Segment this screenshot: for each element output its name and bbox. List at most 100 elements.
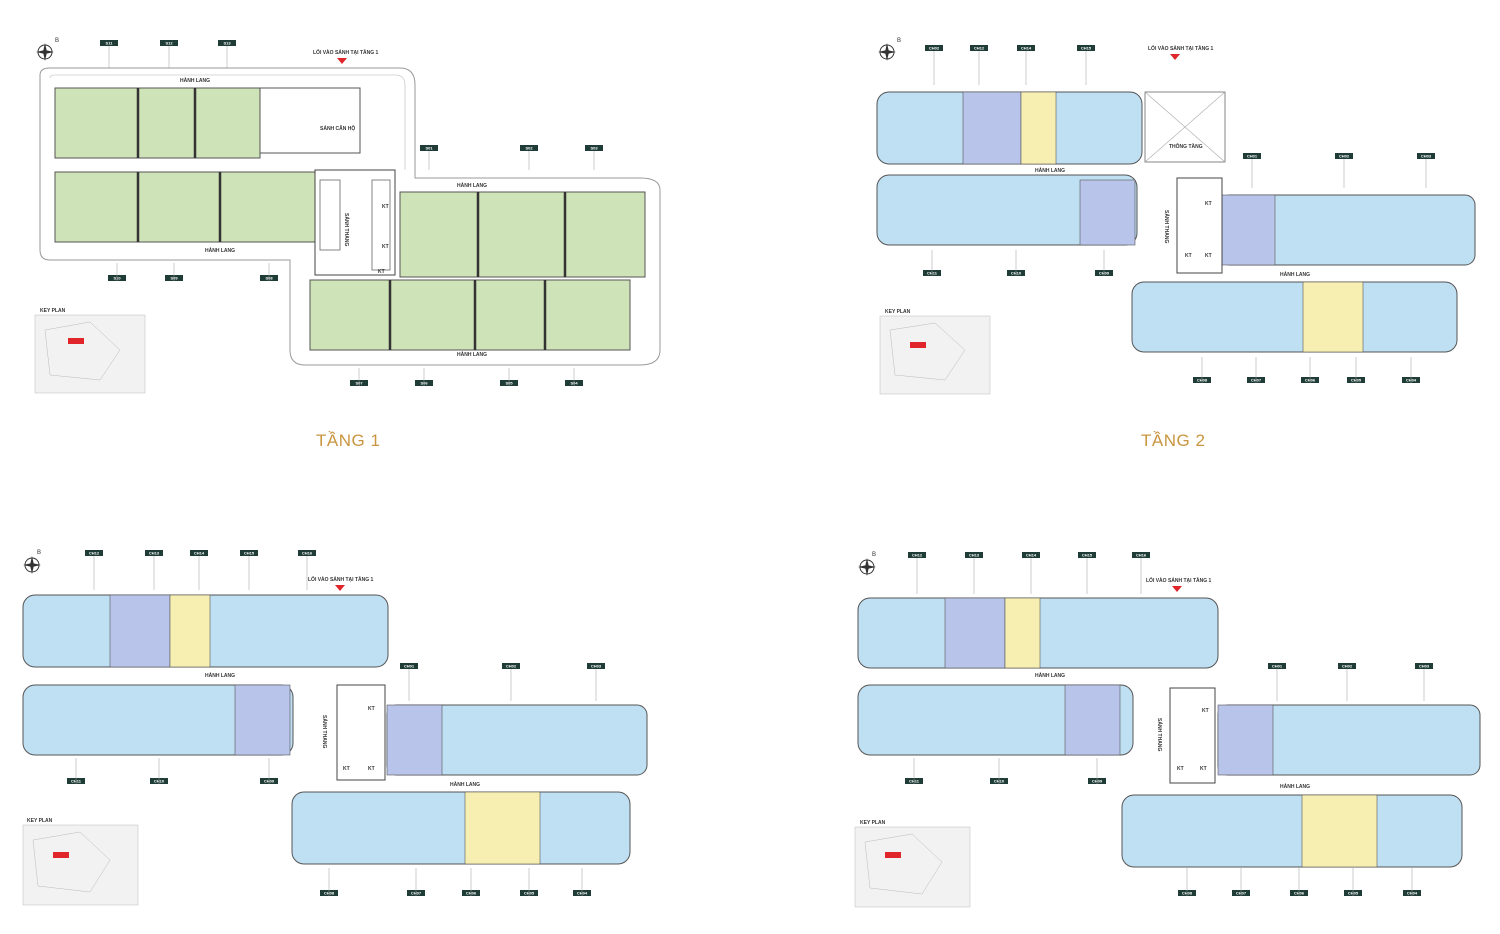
unit-tag: CH06: [1290, 868, 1308, 896]
svg-text:CH11: CH11: [909, 779, 920, 784]
entrance-arrow-icon: [335, 585, 345, 591]
unit-tag: CH14: [1022, 552, 1040, 594]
floor2-title: TẦNG 2: [1141, 431, 1206, 450]
svg-text:S07: S07: [355, 381, 363, 386]
compass-icon: [36, 43, 54, 61]
unit-tag: CH01: [1243, 153, 1261, 188]
corridor-label: HÀNH LANG: [1280, 783, 1310, 790]
svg-text:CH07: CH07: [411, 891, 422, 896]
compass-icon: [878, 43, 896, 61]
tech-room-label: KT: [1202, 708, 1209, 714]
key-plan: KEY PLAN: [879, 309, 991, 395]
floor4-plan: B HÀNH LANG HÀNH LANG SẢNH THANG KT KT K…: [854, 552, 1481, 908]
svg-text:CH14: CH14: [1021, 46, 1032, 51]
tech-room-label: KT: [1177, 766, 1184, 772]
unit-tag: CH14: [1017, 45, 1035, 85]
svg-text:CH02: CH02: [1342, 664, 1353, 669]
unit-tag: S03: [585, 145, 603, 170]
svg-text:CH11: CH11: [71, 779, 82, 784]
unit-tag: CH11: [923, 250, 941, 276]
north-label: B: [897, 38, 901, 44]
unit-tag: CH09: [260, 758, 278, 784]
unit-tag: S12: [160, 40, 178, 68]
entrance-label: LỐI VÀO SẢNH TẠI TẦNG 1: [1148, 45, 1214, 52]
unit-tag: CH10: [1007, 250, 1025, 276]
unit-tag: CH10: [990, 758, 1008, 784]
svg-text:CH04: CH04: [1406, 378, 1417, 383]
svg-text:S10: S10: [113, 276, 121, 281]
svg-text:S01: S01: [425, 146, 433, 151]
north-label: B: [55, 38, 59, 44]
elevator-lobby-label: SẢNH THANG: [343, 213, 350, 246]
tech-room-label: KT: [368, 706, 375, 712]
corridor-label: HÀNH LANG: [205, 247, 235, 254]
elevator-lobby-label: SẢNH THANG: [321, 715, 328, 748]
svg-text:S08: S08: [265, 276, 273, 281]
svg-text:CH13: CH13: [969, 553, 980, 558]
unit-tag: CH12: [908, 552, 926, 594]
corridor-label: HÀNH LANG: [1035, 672, 1065, 679]
unit-tag: S13: [218, 40, 236, 68]
svg-text:CH02: CH02: [929, 46, 940, 51]
svg-text:CH03: CH03: [591, 664, 602, 669]
tech-room-label: KT: [382, 244, 389, 250]
unit-tag: S06: [415, 368, 433, 386]
elevator-lobby-label: SẢNH THANG: [1156, 718, 1163, 751]
unit-tag: CH07: [1247, 357, 1265, 383]
svg-text:CH02: CH02: [1339, 154, 1350, 159]
unit-tag: S07: [350, 368, 368, 386]
unit-tag: S04: [565, 368, 583, 386]
unit-tag: S11: [100, 40, 118, 68]
svg-text:CH02: CH02: [506, 664, 517, 669]
svg-text:CH15: CH15: [244, 551, 255, 556]
svg-text:S05: S05: [505, 381, 513, 386]
tech-room-label: KT: [378, 269, 385, 275]
unit-tag: CH12: [85, 550, 103, 590]
unit-tag: S08: [260, 263, 278, 281]
entrance-label: LỐI VÀO SẢNH TẠI TẦNG 1: [313, 49, 379, 56]
svg-text:CH16: CH16: [302, 551, 313, 556]
tech-room-label: KT: [1185, 253, 1192, 259]
svg-text:S03: S03: [590, 146, 598, 151]
svg-text:CH08: CH08: [1197, 378, 1208, 383]
key-plan: KEY PLAN: [854, 820, 971, 908]
svg-text:CH10: CH10: [1011, 271, 1022, 276]
svg-text:CH12: CH12: [912, 553, 923, 558]
unit-tag: CH02: [502, 663, 520, 701]
corridor-label: HÀNH LANG: [457, 182, 487, 189]
unit-tag: CH07: [1232, 868, 1250, 896]
unit-tag: CH05: [520, 868, 538, 896]
svg-text:CH14: CH14: [194, 551, 205, 556]
svg-text:CH01: CH01: [404, 664, 415, 669]
corridor-label: HÀNH LANG: [1035, 167, 1065, 174]
unit-tag: CH09: [1095, 250, 1113, 276]
svg-text:CH09: CH09: [1099, 271, 1110, 276]
svg-text:S06: S06: [420, 381, 428, 386]
key-plan-label: KEY PLAN: [40, 308, 66, 314]
corridor-label: HÀNH LANG: [1280, 271, 1310, 278]
svg-text:CH16: CH16: [1136, 553, 1147, 558]
floor2-plan: B THÔNG TẦNG HÀNH LANG HÀNH LANG SẢNH TH…: [876, 38, 1476, 395]
elevator-lobby-label: SẢNH THANG: [1163, 210, 1170, 243]
svg-text:CH07: CH07: [1236, 891, 1247, 896]
svg-text:S09: S09: [170, 276, 178, 281]
unit-tag: CH15: [1078, 552, 1096, 594]
unit-tag: CH05: [1344, 868, 1362, 896]
compass-icon: [23, 556, 41, 574]
corridor-label: HÀNH LANG: [180, 77, 210, 84]
svg-text:CH03: CH03: [1421, 154, 1432, 159]
lobby-label: SẢNH CĂN HỘ: [320, 124, 355, 132]
unit-tag: CH08: [1178, 868, 1196, 896]
svg-text:S04: S04: [570, 381, 578, 386]
tech-room-label: KT: [343, 766, 350, 772]
svg-text:CH11: CH11: [927, 271, 938, 276]
floor1-title: TẦNG 1: [316, 431, 381, 450]
tech-room-label: KT: [1205, 253, 1212, 259]
corridor-label: HÀNH LANG: [450, 781, 480, 788]
unit-tag: CH03: [587, 663, 605, 701]
svg-text:CH04: CH04: [577, 891, 588, 896]
svg-text:CH15: CH15: [1081, 46, 1092, 51]
unit-tag: CH04: [573, 868, 591, 896]
unit-tag: CH05: [1347, 357, 1365, 383]
unit-tag: S09: [165, 263, 183, 281]
